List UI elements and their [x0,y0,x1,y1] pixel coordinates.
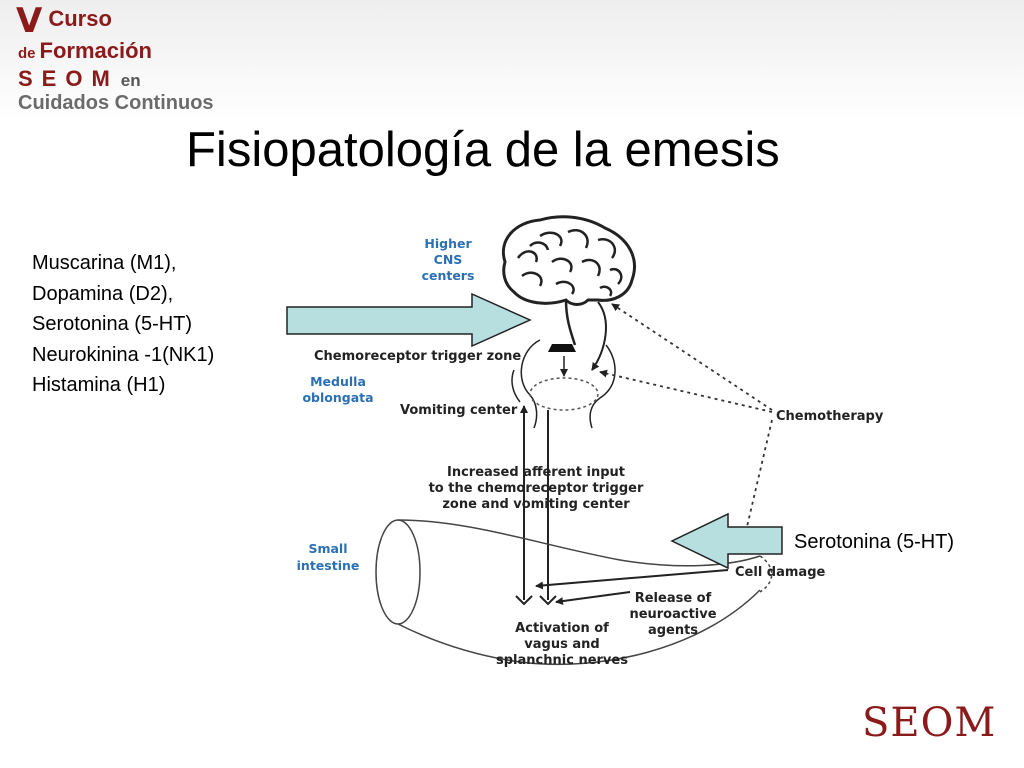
label-vomiting-center: Vomiting center [400,403,518,418]
label-higher: Higher [424,236,472,251]
logo-seom: SEOM [18,66,119,91]
label-intestine: intestine [297,558,360,573]
seom-logo: SEOM [862,700,997,746]
slide-title: Fisiopatología de la emesis [186,123,780,177]
label-release-3: agents [648,623,698,638]
label-chemotherapy: Chemotherapy [776,409,884,424]
receptor-item: Muscarina (M1), [32,252,177,274]
label-small: Small [308,541,347,556]
cell-damage-arrow [535,569,729,590]
label-activation-1: Activation of [515,621,609,636]
receptor-list: Muscarina (M1), Dopamina (D2), Serotonin… [32,248,214,401]
label-release-1: Release of [635,591,712,606]
label-activation-2: vagus and [524,637,599,652]
label-cns: CNS [434,252,463,267]
brain-to-vc-arrow [591,301,607,371]
logo-curso: Curso [48,6,112,31]
receptor-right: Serotonina (5-HT) [794,531,955,553]
medulla-shape [511,339,616,429]
label-ctz: Chemoreceptor trigger zone [314,349,521,364]
label-afferent-3: zone and vomiting center [442,497,630,512]
label-release-2: neuroactive [629,607,716,622]
logo-v: V [16,1,43,41]
chemo-to-ctz-arrow [599,369,773,413]
logo-de: de [18,45,36,62]
receptor-item: Histamina (H1) [32,374,166,396]
label-oblongata: oblongata [302,390,373,405]
logo-cuidados: Cuidados Continuos [18,92,214,114]
logo-formacion: Formación [39,38,152,63]
cell-damage-pointer-arrow [670,512,783,570]
label-activation-3: splanchnic nerves [496,653,628,668]
ctz-pointer-arrow [286,292,532,348]
label-afferent-2: to the chemoreceptor trigger [429,481,644,496]
receptor-item: Dopamina (D2), [32,282,174,305]
chemo-to-brain-arrow [611,303,773,411]
logo-en: en [120,71,141,90]
label-cell-damage: Cell damage [735,565,825,580]
brain-icon [502,215,636,346]
receptor-item: Serotonina (5-HT) [32,313,193,335]
label-centers: centers [422,268,475,283]
receptor-item: Neurokinina -1(NK1) [32,343,215,366]
label-medulla: Medulla [310,374,366,389]
release-arrow [555,591,631,606]
chemo-to-cell-arrow [739,419,773,549]
header-band [0,0,1024,120]
label-afferent-1: Increased afferent input [447,465,625,480]
